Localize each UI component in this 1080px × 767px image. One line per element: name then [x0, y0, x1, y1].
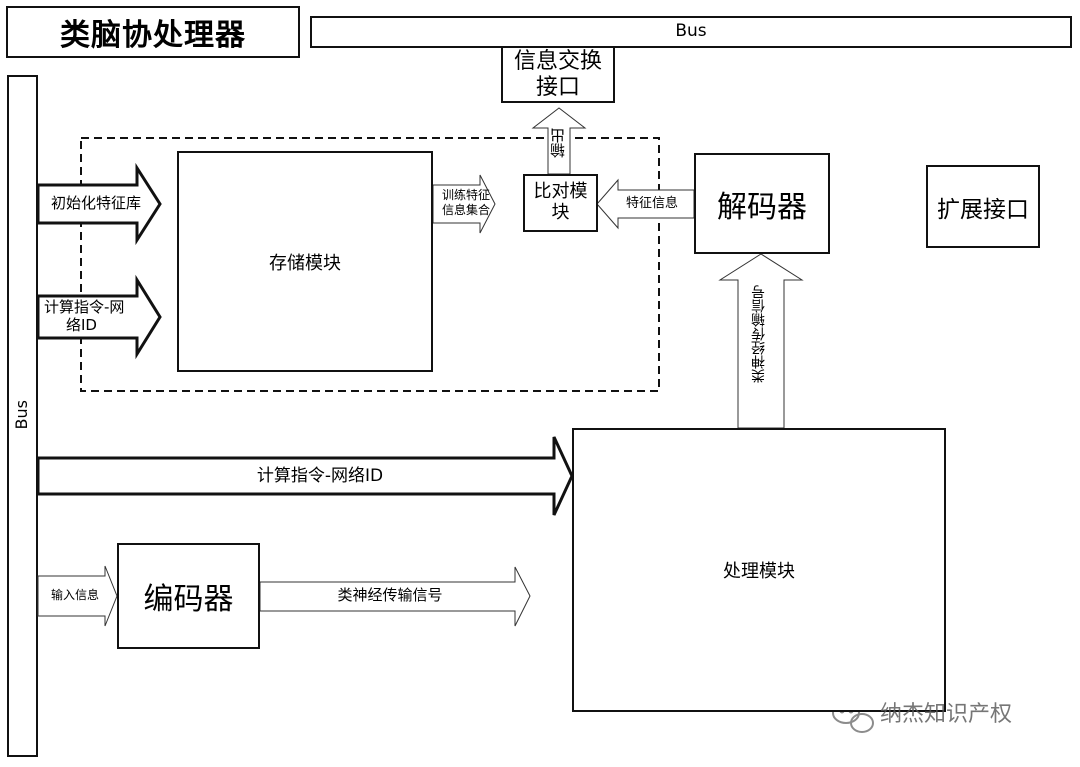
compute-cmd-big-label: 计算指令-网络ID [256, 466, 384, 486]
output-arrow-label: 输出 [549, 128, 567, 158]
encoder: 编码器 [117, 543, 260, 649]
dashed-storage-region [80, 137, 660, 392]
processing-module-label: 处理模块 [723, 561, 795, 582]
compare-module: 比对模 块 [523, 174, 598, 232]
neural-signal-horizontal-label: 类神经传输信号 [337, 586, 443, 604]
left-bus-label: Bus [12, 400, 32, 429]
top-bus-label: Bus [675, 21, 707, 41]
neural-signal-vertical-arrow [718, 253, 804, 429]
storage-module-label: 存储模块 [269, 252, 341, 274]
page-title: 类脑协处理器 [60, 18, 246, 53]
compute-cmd-big-arrow [36, 436, 574, 516]
output-arrow [531, 107, 587, 175]
compare-module-line2: 块 [551, 202, 570, 223]
neural-signal-vertical-label: 类神经传输信号 [751, 285, 767, 383]
neural-signal-horizontal-arrow [259, 566, 531, 627]
compute-cmd-small-arrow [36, 274, 162, 360]
watermark-text: 纳杰知识产权 [880, 702, 1013, 727]
compute-cmd-small-line1: 计算指令-网 [44, 298, 125, 316]
left-bus-label-text: Bus [12, 400, 31, 430]
decoder-label: 解码器 [717, 189, 807, 225]
input-info-arrow [37, 565, 118, 627]
init-feature-arrow [36, 162, 162, 246]
feature-info-arrow [596, 178, 695, 230]
init-feature-label: 初始化特征库 [50, 194, 141, 212]
processing-module: 处理模块 [572, 428, 946, 712]
compare-module-line1: 比对模 [533, 181, 588, 203]
training-features-label: 训练特征 信息集合 [433, 188, 499, 218]
encoder-label: 编码器 [143, 582, 234, 617]
input-info-label: 输入信息 [50, 588, 99, 602]
info-exchange-line2: 接口 [535, 74, 580, 100]
info-exchange-interface: 信息交换 接口 [501, 46, 615, 103]
decoder: 解码器 [694, 153, 830, 254]
feature-info-label: 特征信息 [625, 196, 678, 211]
storage-module: 存储模块 [177, 151, 433, 372]
title-box: 类脑协处理器 [6, 6, 300, 58]
training-features-line1: 训练特征 [441, 188, 490, 202]
training-features-line2: 信息集合 [441, 203, 490, 217]
compute-cmd-small-label: 计算指令-网 络ID [44, 298, 154, 334]
compute-cmd-small-line2: 络ID [66, 316, 97, 334]
training-features-arrow [432, 174, 496, 234]
expansion-interface-label: 扩展接口 [937, 196, 1029, 223]
expansion-interface: 扩展接口 [926, 165, 1040, 248]
info-exchange-line1: 信息交换 [513, 49, 602, 75]
top-bus [310, 16, 1072, 48]
left-bus [7, 75, 38, 757]
